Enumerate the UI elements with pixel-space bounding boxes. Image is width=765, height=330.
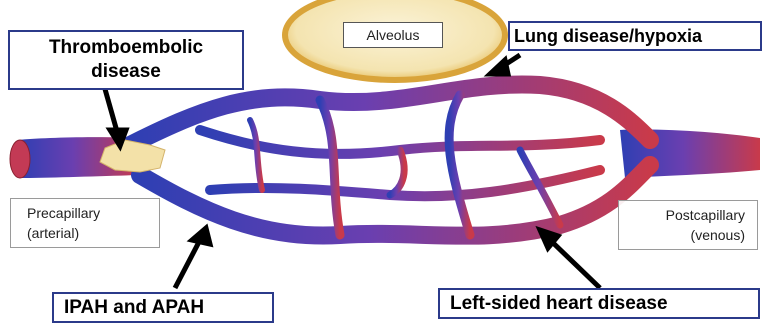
ipah-callout: IPAH and APAH	[52, 292, 274, 323]
arrow-ipah	[175, 240, 200, 288]
arrow-ipah-head	[192, 228, 210, 244]
thromboembolic-line1: Thromboembolic	[10, 36, 242, 60]
precapillary-line1: Precapillary	[27, 203, 159, 223]
arrow-left-heart	[548, 238, 600, 288]
postcapillary-line1: Postcapillary	[619, 205, 745, 225]
arterial-vessel-lumen	[10, 140, 30, 178]
postcapillary-line2: (venous)	[619, 225, 745, 245]
precapillary-label: Precapillary (arterial)	[10, 198, 160, 248]
precapillary-line2: (arterial)	[27, 223, 159, 243]
left-heart-callout: Left-sided heart disease	[438, 288, 760, 319]
capillary-network	[130, 84, 650, 235]
thromboembolic-line2: disease	[10, 60, 242, 84]
arrow-lung-head	[490, 60, 508, 74]
thromboembolic-callout: Thromboembolic disease	[8, 30, 244, 90]
postcapillary-label: Postcapillary (venous)	[618, 200, 758, 250]
alveolus-label: Alveolus	[343, 22, 443, 48]
lung-disease-callout: Lung disease/hypoxia	[508, 21, 762, 51]
